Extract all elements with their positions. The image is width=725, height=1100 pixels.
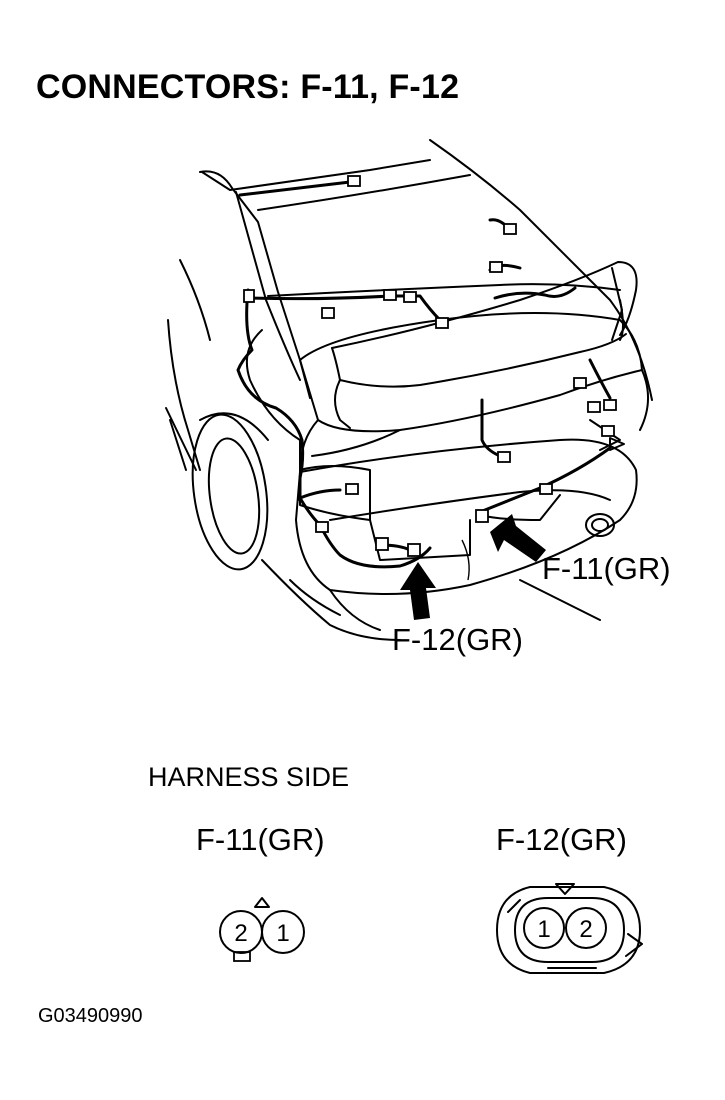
f12-connector-label: F-12(GR): [496, 822, 627, 857]
f12-pointer-arrow: [400, 562, 436, 620]
harness-side-heading: HARNESS SIDE: [148, 762, 350, 792]
f12-connector-face: 1 2: [496, 883, 643, 974]
f11-connector-face: 2 1: [219, 897, 305, 962]
f12-pin-1: 1: [537, 916, 550, 943]
f11-pin-1: 1: [276, 920, 289, 947]
f11-callout-label: F-11(GR): [542, 551, 671, 586]
car-body: [165, 139, 653, 641]
f11-connector-label: F-11(GR): [196, 822, 325, 857]
page-title: CONNECTORS: F-11, F-12: [36, 68, 460, 106]
rear-spoiler: [331, 261, 638, 429]
f11-pin-2: 2: [234, 920, 247, 947]
wiring-harness: [236, 175, 625, 569]
f11-pointer-arrow: [490, 514, 546, 562]
figure-code: G03490990: [38, 1005, 143, 1027]
f12-pin-2: 2: [579, 916, 592, 943]
f12-callout-label: F-12(GR): [392, 622, 523, 657]
